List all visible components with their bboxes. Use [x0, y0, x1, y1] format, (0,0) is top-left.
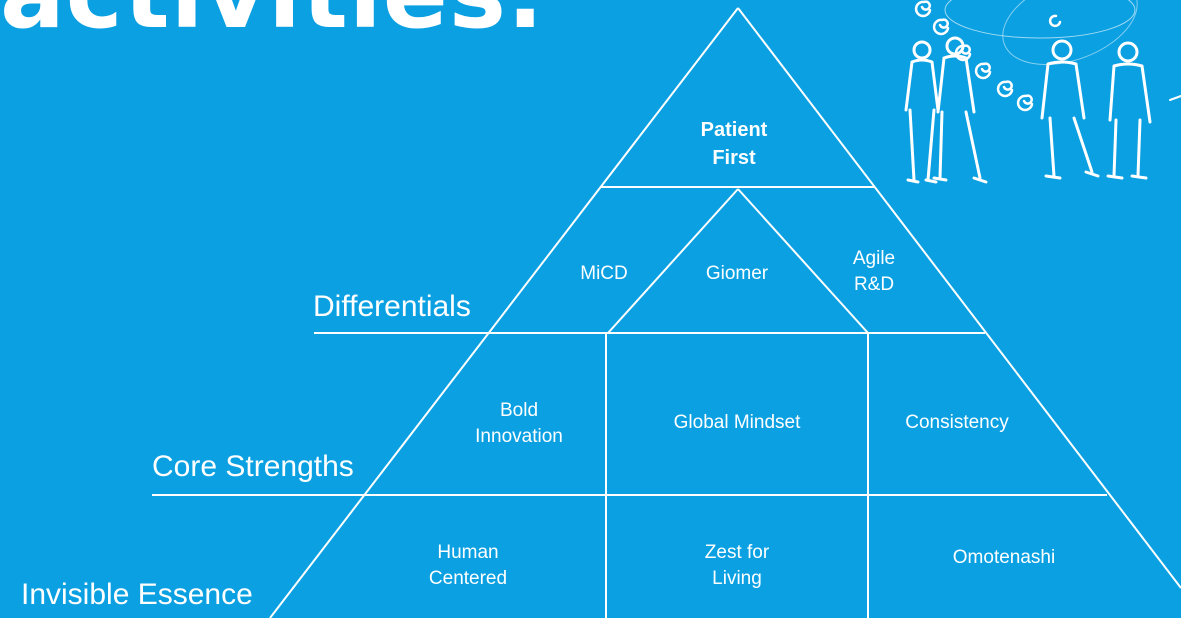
- core-strengths-right-label: Consistency: [905, 412, 1009, 433]
- orbit-line: [944, 0, 1136, 39]
- differentials-right-label: Agile R&D: [852, 248, 896, 295]
- person-figure: [1040, 39, 1100, 180]
- tier-label-invisible-essence: Invisible Essence: [21, 578, 253, 611]
- pyramid-right-edge: [737, 7, 1181, 589]
- person-figure: [904, 40, 940, 184]
- inner-triangle-right: [737, 188, 869, 334]
- swirl-decoration: [914, 0, 1062, 112]
- people-walking-illustration: [904, 0, 1181, 184]
- orbit-line: [1002, 0, 1138, 66]
- core-strengths-center-label: Global Mindset: [673, 412, 801, 433]
- apex-label: Patient First: [700, 119, 768, 169]
- essence-left-label: Human Centered: [428, 542, 508, 589]
- essence-center-label: Zest for Living: [704, 542, 770, 589]
- core-strengths-left-label: Bold Innovation: [475, 400, 563, 447]
- person-figure: [1106, 41, 1152, 180]
- inner-triangle-left: [607, 188, 739, 334]
- page-heading: activities.: [0, 0, 544, 50]
- essence-right-label: Omotenashi: [952, 547, 1056, 568]
- person-figure: [932, 36, 988, 184]
- tier-label-differentials: Differentials: [313, 290, 471, 323]
- differentials-left-label: MiCD: [580, 263, 628, 284]
- tier-label-core-strengths: Core Strengths: [152, 450, 354, 483]
- pyramid-left-edge: [269, 7, 739, 618]
- differentials-center-label: Giomer: [705, 263, 769, 284]
